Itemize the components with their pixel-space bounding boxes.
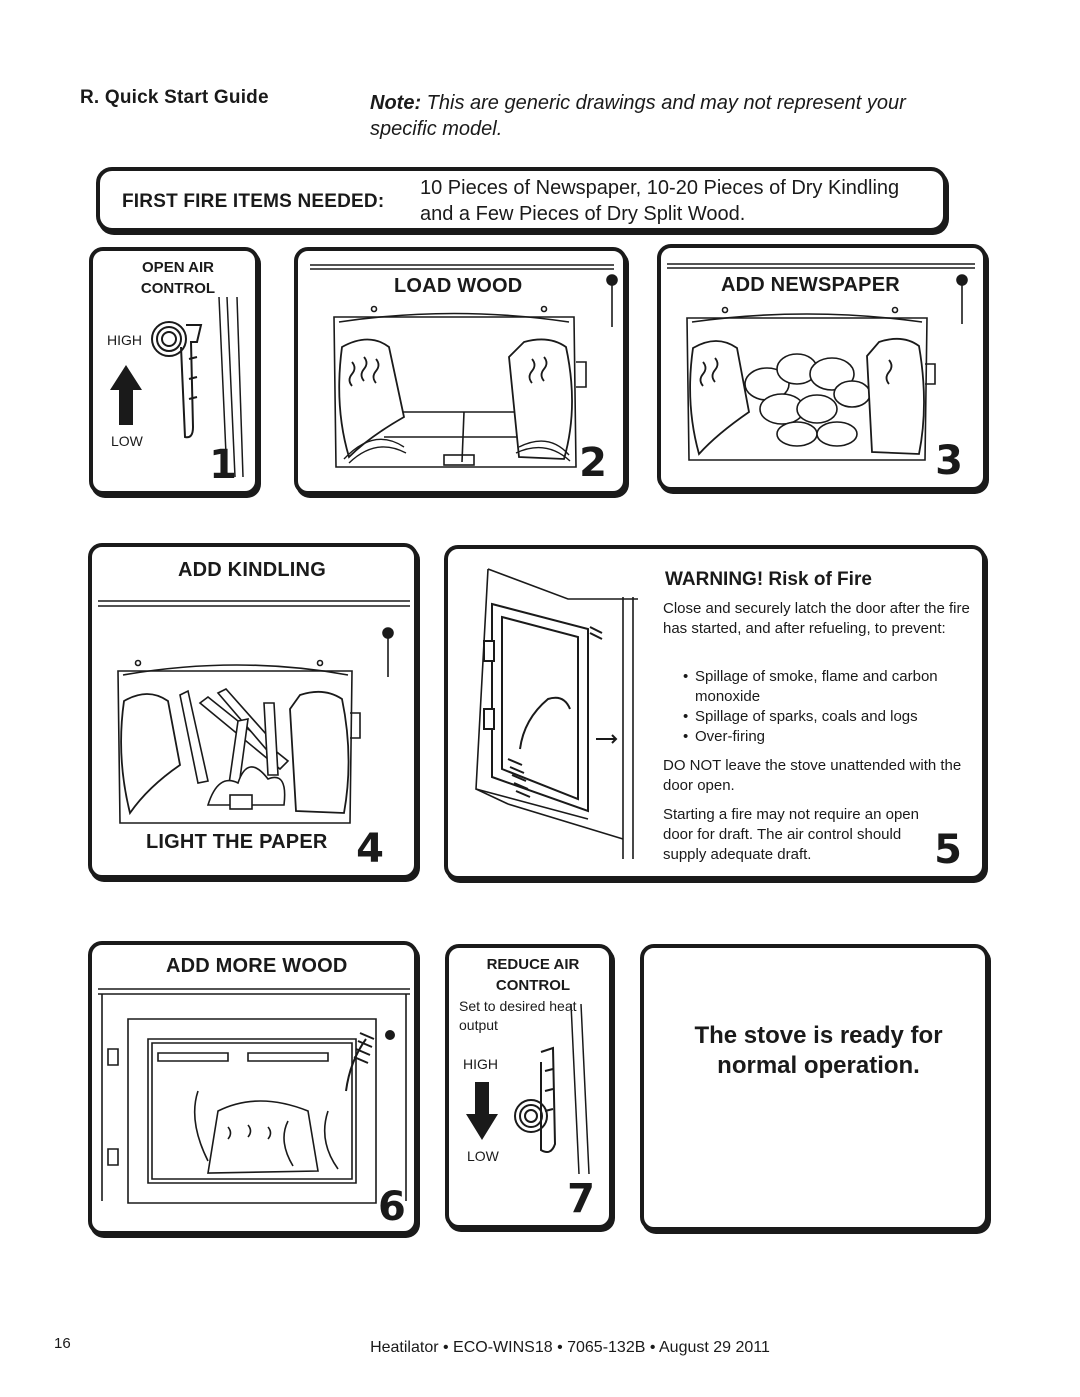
step6-stove-drawing — [98, 988, 410, 1204]
up-arrow-icon — [110, 365, 142, 425]
stove-edge-lines — [218, 296, 244, 478]
air-control-knob-icon — [514, 1046, 557, 1153]
step7-desc: Set to desired heat output — [459, 998, 577, 1033]
logs-icon — [689, 337, 925, 456]
step7-low-label: LOW — [467, 1148, 499, 1164]
step4-firebox-drawing — [98, 600, 410, 824]
page-number: 16 — [54, 1335, 71, 1352]
air-control-knob-icon — [151, 321, 203, 439]
step5-intro: Close and securely latch the door after … — [663, 600, 970, 637]
step4-title: ADD KINDLING — [178, 559, 326, 581]
flame-icon — [206, 766, 286, 810]
log-rings — [343, 438, 571, 464]
step2-title: LOAD WOOD — [394, 275, 523, 297]
step2-panel: LOAD WOOD 2 — [294, 247, 627, 495]
step5-warning-text: DO NOT leave the stove unattended with t… — [663, 757, 962, 794]
step5-title: WARNING! Risk of Fire — [665, 569, 872, 590]
kindling-icon — [179, 688, 290, 794]
door-icon — [483, 602, 589, 813]
step1-panel: OPEN AIR CONTROL HIGH LOW 1 — [89, 247, 259, 495]
step4-panel: ADD KINDLING LIGHT THE PAPER 4 — [88, 543, 418, 879]
logs-icon — [120, 690, 350, 816]
step7-high-label: HIGH — [463, 1056, 498, 1072]
note-label: Note: — [370, 92, 422, 114]
step5-open-door-drawing — [475, 568, 638, 859]
step6-number: 6 — [378, 1184, 406, 1230]
final-line2: normal operation. — [717, 1052, 920, 1079]
step6-title: ADD MORE WOOD — [166, 955, 348, 977]
down-arrow-icon — [466, 1082, 498, 1140]
note: Note: This are generic drawings and may … — [370, 90, 930, 142]
step1-title-line2: CONTROL — [140, 280, 216, 297]
step5-panel: WARNING! Risk of Fire Close and securely… — [444, 545, 986, 880]
section-title: R. Quick Start Guide — [80, 87, 269, 108]
step7-panel: REDUCE AIR CONTROL Set to desired heat o… — [445, 944, 613, 1229]
first-fire-label: FIRST FIRE ITEMS NEEDED: — [122, 191, 385, 212]
fire-icon — [193, 1090, 339, 1174]
step3-firebox-drawing — [667, 263, 975, 461]
door-handle-icon — [345, 1030, 395, 1092]
log-right-icon — [508, 338, 573, 460]
step5-bullet: Over-firing — [663, 727, 978, 747]
step1-low-label: LOW — [111, 433, 143, 449]
step3-number: 3 — [935, 438, 963, 484]
step7-title-line1: REDUCE AIR — [486, 956, 580, 973]
step5-draft-text: Starting a fire may not require an open … — [663, 806, 919, 863]
step2-number: 2 — [579, 440, 607, 486]
step1-high-label: HIGH — [107, 332, 142, 348]
step3-panel: ADD NEWSPAPER 3 — [657, 244, 987, 491]
stove-edge-lines — [570, 1003, 590, 1175]
step5-bullet-list: Spillage of smoke, flame and carbon mono… — [663, 667, 978, 747]
step7-number: 7 — [567, 1176, 595, 1222]
final-panel: The stove is ready for normal operation. — [640, 944, 989, 1231]
step1-drawing — [110, 296, 244, 478]
handle-spring-icon — [507, 626, 618, 798]
first-fire-line2: and a Few Pieces of Dry Split Wood. — [420, 203, 746, 225]
footer-text: Heatilator • ECO-WINS18 • 7065-132B • Au… — [370, 1339, 770, 1356]
step3-title: ADD NEWSPAPER — [721, 274, 900, 296]
step7-drawing — [466, 1003, 590, 1175]
step2-firebox-drawing — [310, 264, 618, 468]
final-line1: The stove is ready for — [694, 1022, 943, 1049]
log-left-icon — [338, 338, 406, 459]
newspaper-icon — [744, 353, 871, 447]
step4-subtitle: LIGHT THE PAPER — [146, 831, 328, 853]
first-fire-box: FIRST FIRE ITEMS NEEDED: 10 Pieces of Ne… — [96, 167, 947, 232]
step1-number: 1 — [209, 442, 237, 488]
step5-number: 5 — [934, 827, 962, 873]
step6-panel: ADD MORE WOOD 6 — [88, 941, 418, 1235]
step7-title-line2: CONTROL — [495, 977, 571, 994]
step1-title-line1: OPEN AIR — [142, 259, 214, 276]
note-text: This are generic drawings and may not re… — [370, 92, 906, 140]
step5-bullet: Spillage of smoke, flame and carbon mono… — [663, 667, 978, 707]
step4-number: 4 — [356, 826, 384, 872]
step5-bullet: Spillage of sparks, coals and logs — [663, 707, 978, 727]
first-fire-line1: 10 Pieces of Newspaper, 10-20 Pieces of … — [420, 177, 900, 199]
